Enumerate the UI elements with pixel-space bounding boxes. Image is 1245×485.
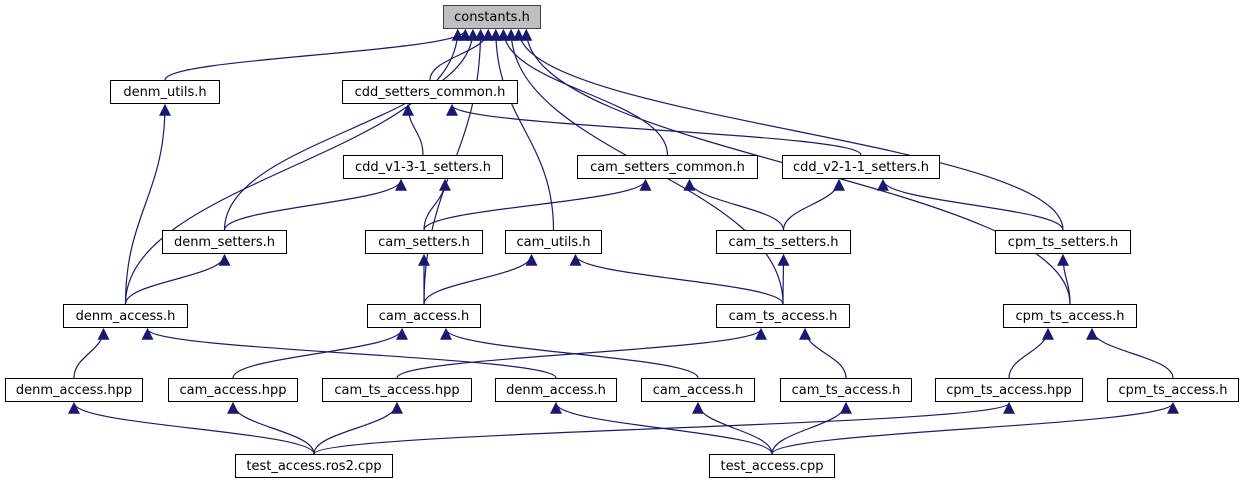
edge-cpm_ts_access_h_2-to-cpm_ts_access_h: [1086, 327, 1174, 379]
node-cam-utils-h[interactable]: cam_utils.h: [505, 230, 602, 254]
node-cam-setters-h[interactable]: cam_setters.h: [365, 230, 483, 254]
edge-cam_ts_access_h_2-to-cam_ts_access_h: [799, 327, 847, 379]
node-cpm-ts-access-h-2[interactable]: cpm_ts_access.h: [1107, 378, 1239, 402]
node-cdd-v1-3-1-setters-h[interactable]: cdd_v1-3-1_setters.h: [343, 155, 503, 179]
node-test-access-cpp[interactable]: test_access.cpp: [709, 454, 835, 478]
node-denm-access-h-2[interactable]: denm_access.h: [495, 378, 617, 402]
edge-cam_setters_common_h-to-constants_h: [497, 28, 669, 156]
edge-denm_access_h_2-to-denm_access_h: [141, 327, 557, 379]
node-cam-ts-setters-h[interactable]: cam_ts_setters.h: [716, 230, 851, 254]
node-cam-access-h[interactable]: cam_access.h: [367, 304, 481, 328]
edge-denm_access_h-to-denm_utils_h: [124, 103, 171, 305]
node-cpm-ts-access-h[interactable]: cpm_ts_access.h: [1003, 304, 1137, 328]
edge-denm_access_hpp-to-denm_access_h: [73, 327, 110, 379]
edge-cpm_ts_access_h-to-cpm_ts_setters_h: [1057, 253, 1071, 305]
node-cdd-v2-1-1-setters-h[interactable]: cdd_v2-1-1_setters.h: [782, 155, 940, 179]
edge-test_access_cpp-to-cam_access_h_2: [692, 401, 773, 455]
edge-cpm_ts_access_hpp-to-cpm_ts_access_h: [1008, 327, 1054, 379]
edge-cam_access_hpp-to-cam_access_h: [232, 327, 408, 379]
edge-cam_ts_setters_h-to-cam_setters_common_h: [683, 178, 785, 231]
node-test-access-ros2-cpp[interactable]: test_access.ros2.cpp: [235, 454, 393, 478]
edge-denm_utils_h-to-constants_h: [164, 28, 472, 81]
edge-cam_ts_access_h-to-cam_ts_setters_h: [777, 253, 790, 305]
edge-cam_ts_access_h-to-cam_utils_h: [569, 253, 784, 305]
node-denm-access-h[interactable]: denm_access.h: [63, 304, 188, 328]
node-constants-h: constants.h: [443, 5, 541, 29]
edge-cdd_setters_common_h-to-constants_h: [429, 28, 495, 81]
edge-cam_access_h-to-cam_utils_h: [423, 253, 538, 305]
edge-cam_ts_setters_h-to-cdd_v2_1_1_setters_h: [782, 178, 845, 231]
edge-cpm_ts_setters_h-to-cdd_v2_1_1_setters_h: [877, 178, 1064, 231]
node-cpm-ts-setters-h[interactable]: cpm_ts_setters.h: [995, 230, 1131, 254]
edge-cam_setters_h-to-cam_setters_common_h: [423, 178, 652, 231]
node-cam-ts-access-h[interactable]: cam_ts_access.h: [716, 304, 850, 328]
node-cam-ts-access-hpp[interactable]: cam_ts_access.hpp: [322, 378, 472, 402]
node-cam-access-hpp[interactable]: cam_access.hpp: [168, 378, 298, 402]
edge-cam_setters_h-to-cdd_v1_3_1_setters_h: [423, 178, 451, 231]
edge-test_access_ros2_cpp-to-denm_access_hpp: [68, 401, 315, 455]
node-cdd-setters-common-h[interactable]: cdd_setters_common.h: [342, 80, 518, 104]
edge-denm_access_h-to-denm_setters_h: [124, 253, 231, 305]
node-denm-access-hpp[interactable]: denm_access.hpp: [5, 378, 143, 402]
node-cam-access-h-2[interactable]: cam_access.h: [641, 378, 755, 402]
node-cam-ts-access-h-2[interactable]: cam_ts_access.h: [780, 378, 912, 402]
edge-cpm_ts_setters_h-to-constants_h: [512, 28, 1064, 231]
edge-test_access_cpp-to-cpm_ts_access_h_2: [771, 401, 1179, 455]
edge-denm_setters_h-to-cdd_v1_3_1_setters_h: [223, 178, 407, 231]
edge-denm_access_h-to-constants_h: [124, 28, 464, 305]
edge-denm_setters_h-to-constants_h: [223, 28, 479, 231]
edge-test_access_cpp-to-cam_ts_access_h_2: [771, 401, 852, 455]
edge-cdd_v1_3_1_setters_h-to-cdd_setters_common_h: [402, 103, 424, 156]
edge-test_access_cpp-to-denm_access_h_2: [550, 401, 773, 455]
edge-cam_utils_h-to-constants_h: [489, 28, 555, 231]
node-cam-setters-common-h[interactable]: cam_setters_common.h: [577, 155, 758, 179]
node-cpm-ts-access-hpp[interactable]: cpm_ts_access.hpp: [935, 378, 1083, 402]
edge-cdd_v2_1_1_setters_h-to-cdd_setters_common_h: [446, 103, 862, 156]
edge-test_access_ros2_cpp-to-cam_ts_access_hpp: [313, 401, 403, 455]
edge-cam_ts_access_hpp-to-cam_ts_access_h: [396, 327, 767, 379]
edge-test_access_ros2_cpp-to-cam_access_hpp: [227, 401, 315, 455]
node-denm-setters-h[interactable]: denm_setters.h: [162, 230, 287, 254]
node-denm-utils-h[interactable]: denm_utils.h: [110, 80, 220, 104]
